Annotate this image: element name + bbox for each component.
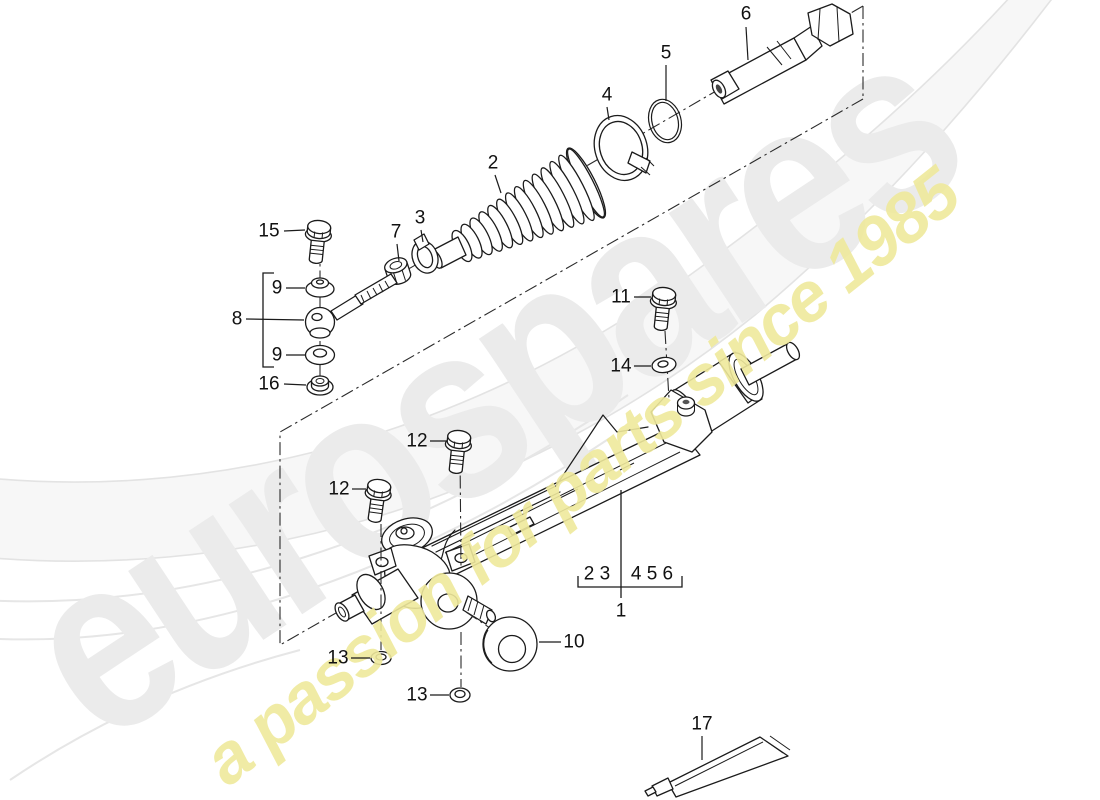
part-label-17: 17 [691, 714, 712, 735]
leader-line-3 [420, 229, 424, 243]
part-9-washer-upper [305, 277, 335, 298]
part-14-washer [651, 356, 677, 374]
part-label-10: 10 [563, 632, 584, 653]
part-5-o-ring [647, 98, 683, 144]
watermark-swoosh [0, 0, 1053, 781]
leader-line-16 [283, 383, 307, 386]
part-8-tie-rod-end [304, 273, 398, 339]
leader-line-8 [245, 318, 305, 321]
part-label-5: 5 [661, 43, 672, 64]
part-label-1: 1 [616, 601, 627, 622]
part-label-9: 9 [272, 278, 283, 299]
leader-line-6 [745, 26, 749, 61]
part-1-steering-rack-assembly [334, 341, 801, 630]
part-label-14: 14 [610, 356, 632, 377]
part-13-washer-bottom [449, 687, 471, 703]
part-label-4: 4 [602, 85, 613, 106]
part-label-11: 11 [611, 287, 631, 308]
leader-line-4 [606, 106, 610, 121]
leader-line-7 [396, 243, 400, 262]
part-15-bolt [301, 218, 334, 266]
part-label-9: 9 [272, 345, 283, 366]
part-label-3: 3 [415, 208, 426, 229]
bellows-ribs [451, 148, 605, 263]
part-2-bellows-boot [429, 147, 607, 269]
part-label-15: 15 [258, 221, 279, 242]
part-label-2-3: 2 3 [584, 564, 610, 585]
part-label-12: 12 [328, 479, 349, 500]
part-3-clamp-small [411, 233, 439, 274]
part-label-13: 13 [327, 648, 348, 669]
leader-line-15 [283, 229, 306, 232]
part-number-callouts: 6 5 4 2 37 15 9 8 9 16 11 14 12 12 10 13 13 17 2 3 4 5 61 [232, 4, 752, 760]
part-label-16: 16 [258, 374, 279, 395]
part-label-6: 6 [741, 4, 752, 25]
part-label-4-5-6: 4 5 6 [631, 564, 673, 585]
part-13-washer-left [370, 650, 392, 666]
part-17-grease-tube [644, 735, 791, 798]
part-10-grommet [482, 616, 538, 672]
watermark-brand: eurospares [0, 0, 1002, 793]
leader-line-2 [494, 174, 502, 194]
part-label-2: 2 [488, 153, 499, 174]
part-label-8: 8 [232, 309, 243, 330]
part-16-flanged-nut [306, 375, 334, 396]
part-label-13: 13 [406, 685, 427, 706]
part-4-clamp-large [593, 114, 655, 182]
part-label-7: 7 [391, 222, 402, 243]
part-label-12: 12 [406, 431, 427, 452]
part-9-washer-lower [304, 344, 336, 366]
part-6-inner-tie-rod [710, 3, 854, 105]
grouping-brackets [262, 272, 683, 598]
